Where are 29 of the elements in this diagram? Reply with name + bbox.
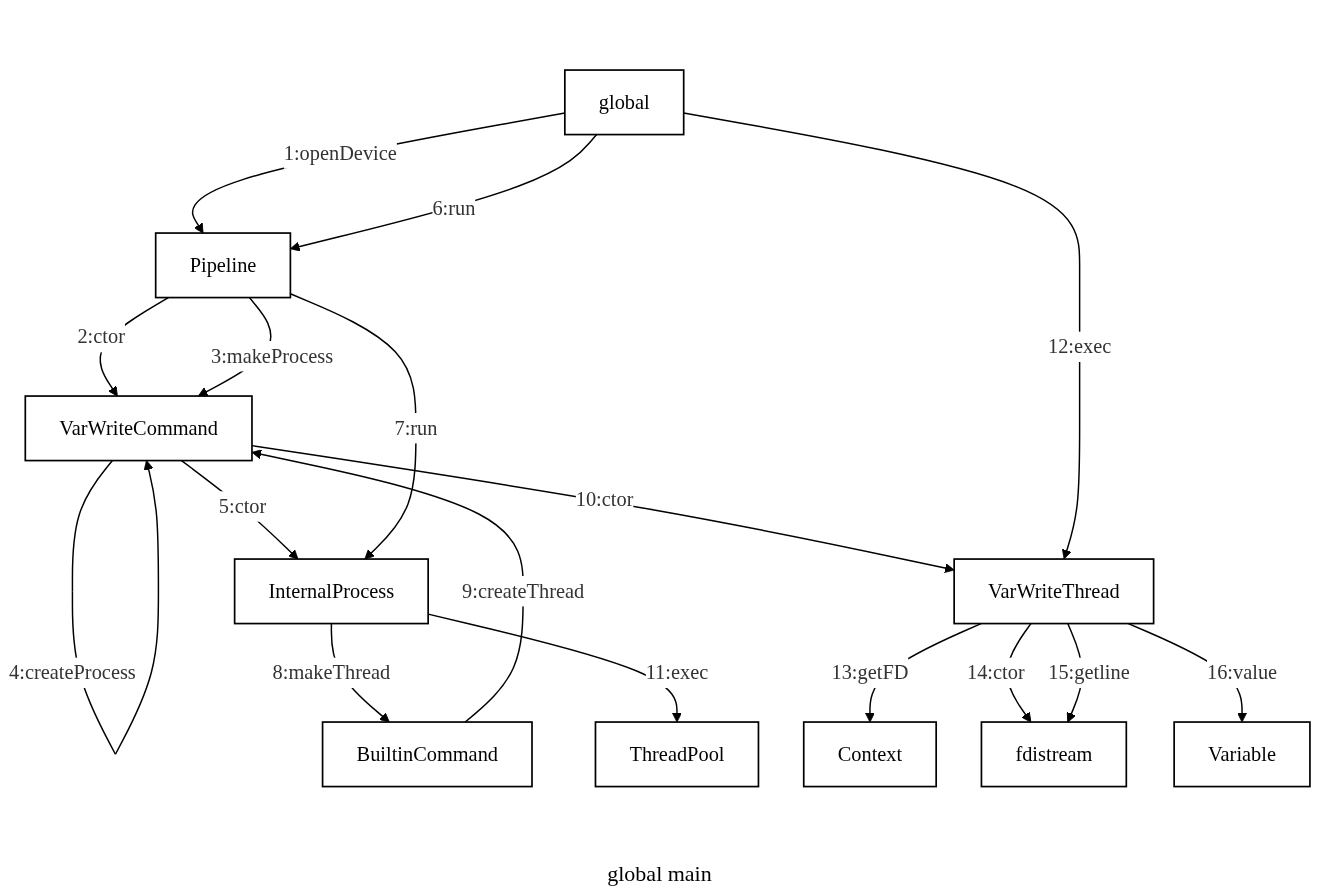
diagram-caption: global main	[607, 861, 712, 887]
node-box: Context	[802, 721, 937, 788]
node-box: fdistream	[980, 721, 1128, 788]
node-box: Variable	[1173, 721, 1311, 788]
node-box: BuiltinCommand	[321, 721, 533, 788]
edge-label: 6:run	[432, 196, 476, 220]
edge-label: 10:ctor	[575, 487, 634, 511]
edge-label: 11:exec	[645, 661, 709, 684]
edge-label: 16:value	[1206, 661, 1278, 684]
edge-label: 4:createProcess	[9, 661, 136, 684]
edge-label: 15:getline	[1048, 661, 1130, 684]
edge-label: 2:ctor	[77, 325, 125, 349]
edge-label: 3:makeProcess	[210, 344, 334, 368]
edge-label: 12:exec	[1047, 335, 1112, 358]
edge-label: 8:makeThread	[272, 661, 391, 684]
arrow	[180, 460, 299, 560]
edge-label: 5:ctor	[218, 494, 267, 518]
edge-label: 1:openDevice	[283, 141, 397, 165]
edge-label: 7:run	[394, 416, 438, 440]
node-box: global	[564, 69, 685, 136]
edge-label: 9:createThread	[462, 579, 585, 603]
edge-label: 13:getFD	[831, 661, 909, 684]
arrow	[251, 445, 955, 574]
node-box: InternalProcess	[233, 558, 429, 625]
node-box: VarWriteThread	[953, 558, 1155, 625]
node-box: Pipeline	[154, 232, 292, 299]
edge-label: 14:ctor	[966, 661, 1025, 684]
node-box: VarWriteCommand	[24, 395, 253, 462]
node-box: ThreadPool	[594, 721, 760, 788]
